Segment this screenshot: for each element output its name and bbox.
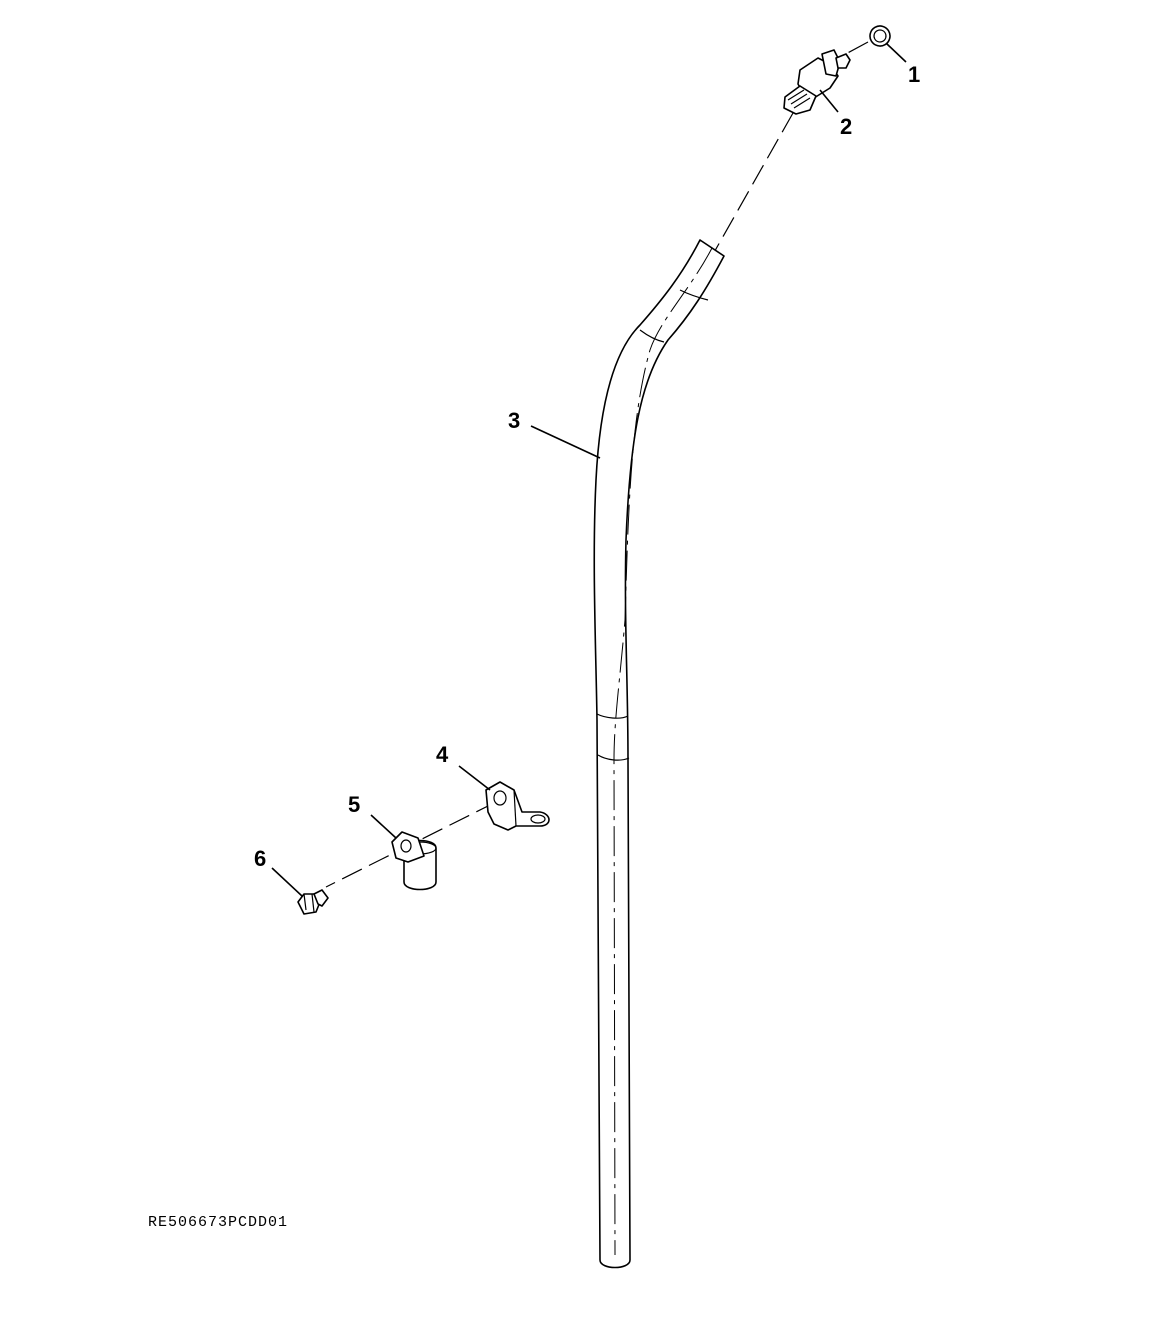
callout-4: 4 [436, 742, 449, 767]
part-4-bracket[interactable] [485, 781, 550, 831]
alignment-line-1-2 [841, 41, 869, 57]
leader-4 [458, 765, 491, 791]
callout-2: 2 [840, 114, 852, 139]
part-1-o-ring[interactable] [866, 22, 893, 49]
reference-code: RE506673PCDD01 [148, 1214, 288, 1231]
part-2-elbow-fitting[interactable] [783, 49, 851, 115]
callout-5: 5 [348, 792, 360, 817]
leader-1 [886, 43, 907, 63]
callout-1: 1 [908, 62, 920, 87]
part-3-tube[interactable] [593, 239, 725, 1269]
alignment-line-2-3 [711, 112, 794, 257]
callout-3: 3 [508, 408, 520, 433]
part-6-cap-screw[interactable] [297, 889, 329, 915]
leader-3 [530, 425, 601, 459]
leader-6 [271, 867, 303, 897]
callout-6: 6 [254, 846, 266, 871]
part-5-clamp[interactable] [391, 831, 437, 891]
leader-5 [370, 814, 397, 839]
leader-2 [819, 89, 839, 113]
